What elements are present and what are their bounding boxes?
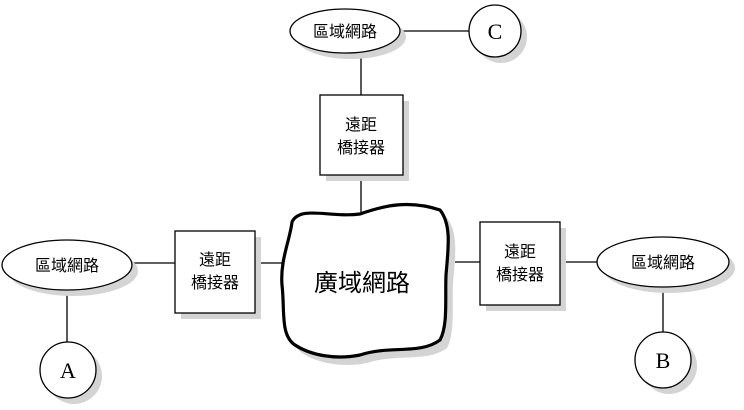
wan-cloud: 廣域網路: [280, 202, 456, 365]
node-b: B: [634, 331, 697, 394]
lan-right-label: 區域網路: [631, 253, 695, 272]
bridge-left-line2: 橋接器: [191, 273, 239, 292]
bridge-right-line1: 遠距: [504, 242, 536, 261]
bridge-left: 遠距 橋接器: [174, 230, 261, 319]
wan-label: 廣域網路: [314, 269, 410, 297]
bridge-top-line1: 遠距: [345, 115, 377, 134]
node-b-label: B: [656, 348, 671, 373]
bridge-right: 遠距 橋接器: [479, 221, 566, 311]
lan-top: 區域網路: [289, 8, 406, 59]
bridge-top: 遠距 橋接器: [319, 94, 409, 181]
lan-left: 區域網路: [1, 239, 138, 296]
connectors: [66, 30, 664, 342]
node-c-label: C: [488, 19, 503, 44]
bridge-right-line2: 橋接器: [496, 265, 544, 284]
node-a: A: [39, 341, 102, 404]
bridge-top-line2: 橋接器: [337, 138, 385, 157]
lan-right: 區域網路: [596, 236, 735, 293]
lan-top-label: 區域網路: [313, 22, 377, 41]
bridge-left-line1: 遠距: [199, 250, 231, 269]
lan-left-label: 區域網路: [35, 256, 99, 275]
node-a-label: A: [60, 358, 76, 383]
node-c: C: [468, 4, 527, 63]
